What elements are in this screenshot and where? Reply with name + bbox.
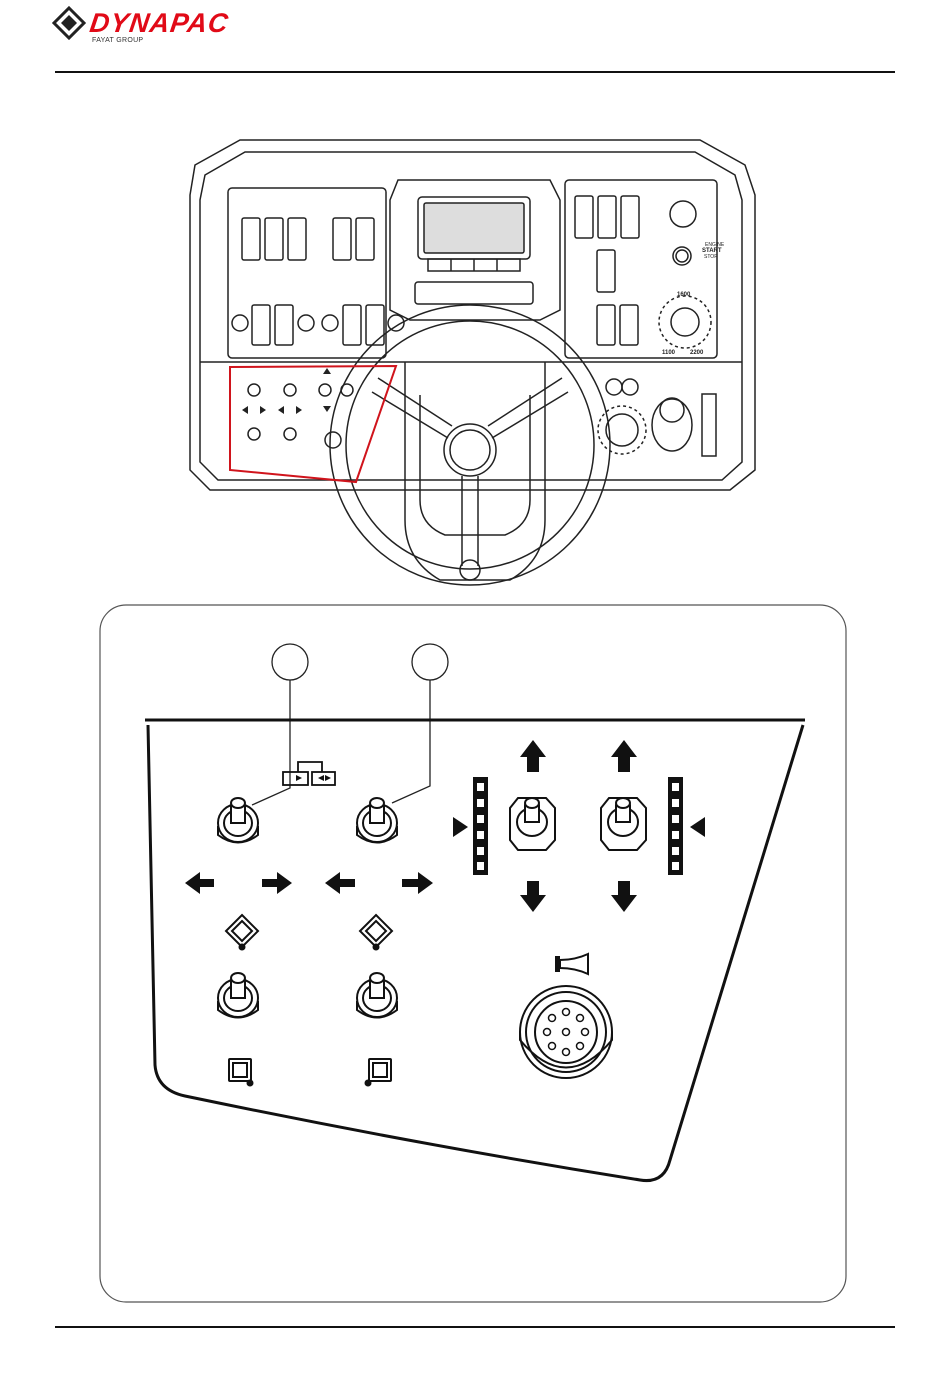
horn-icon [555, 954, 588, 974]
pointer-left-icon [690, 817, 705, 837]
engine-label-3: STOP [704, 254, 718, 260]
overview-rpm-knob [671, 308, 699, 336]
arrow-left-icon-2 [325, 872, 355, 894]
detail-panel [0, 600, 950, 1360]
arrow-right-icon-1 [262, 872, 292, 894]
rpm-label-top: 1600 [677, 292, 691, 298]
arrow-down-icon-2 [611, 881, 637, 912]
level-scale-2 [669, 778, 682, 874]
footer-rule [55, 1326, 895, 1328]
rpm-label-left: 1100 [662, 350, 676, 356]
overview-emergency-button [670, 201, 696, 227]
rpm-label-right: 2200 [690, 350, 704, 356]
dashboard-overview: ENGINE START STOP 1600 1100 2200 [0, 0, 950, 600]
arrow-right-icon-2 [402, 872, 433, 894]
level-scale-1 [474, 778, 487, 874]
arrow-up-icon-2 [611, 740, 637, 772]
arrow-left-icon-1 [185, 872, 214, 894]
callout-1 [272, 644, 308, 680]
steering-mode-icon [283, 762, 335, 785]
connector-socket [520, 986, 612, 1078]
overview-joystick [652, 399, 692, 451]
steering-wheel [330, 305, 610, 585]
arrow-up-icon-1 [520, 740, 546, 772]
callout-2 [412, 644, 448, 680]
pointer-right-icon [453, 817, 468, 837]
arrow-down-icon-1 [520, 881, 546, 912]
